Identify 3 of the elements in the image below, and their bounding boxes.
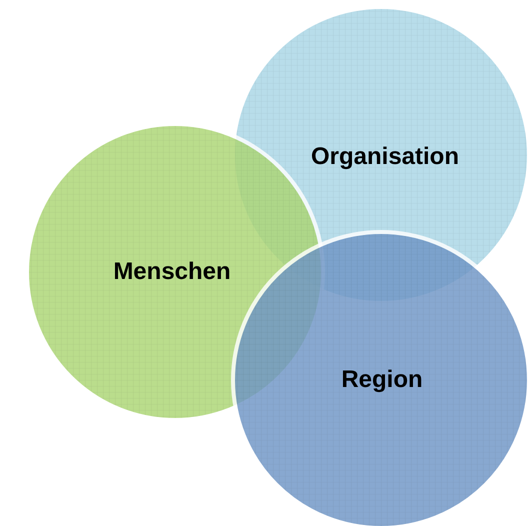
circle-label: Organisation <box>310 143 460 171</box>
circle-label: Menschen <box>113 258 231 286</box>
circle-label: Region <box>341 366 423 394</box>
